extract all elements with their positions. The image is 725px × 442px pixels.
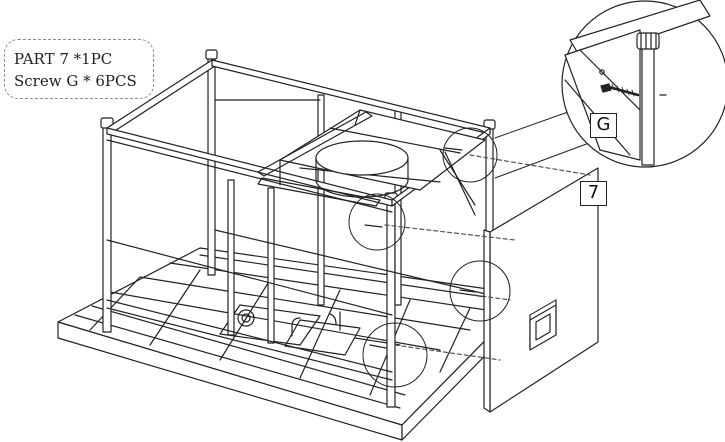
parts-callout: PART 7 *1PC Screw G * 6PCS	[4, 39, 154, 99]
part-7-label: 7	[580, 181, 607, 206]
frame-posts	[100, 49, 496, 408]
tank-shelf	[257, 109, 486, 216]
side-panel-part-7[interactable]	[483, 167, 599, 413]
screws	[364, 147, 476, 349]
screw-g-label: G	[590, 113, 617, 138]
part-count-text: PART 7 *1PC	[14, 50, 113, 68]
zoom-detail	[494, 0, 725, 179]
screw-count-text: Screw G * 6PCS	[14, 72, 137, 90]
screw-location-circles	[348, 127, 511, 388]
base-frame	[57, 247, 531, 441]
screw-g-icon	[600, 83, 640, 97]
